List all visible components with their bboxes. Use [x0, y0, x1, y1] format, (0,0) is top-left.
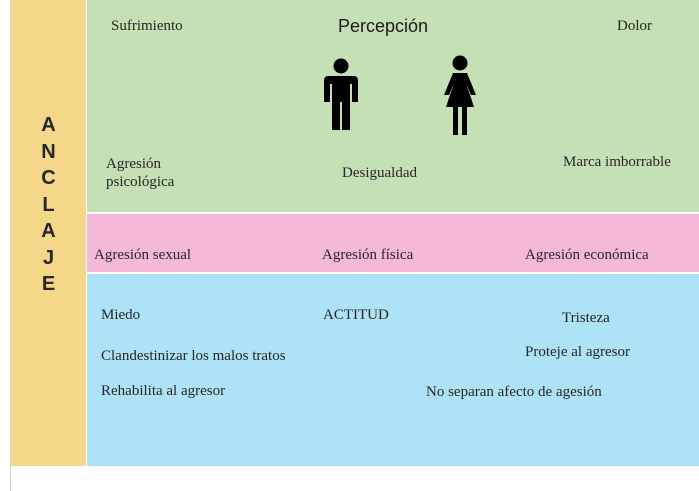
anchor-letters: A N C L A J E	[11, 112, 86, 298]
pink-band	[87, 214, 699, 272]
label-agresion-sexual: Agresión sexual	[94, 247, 192, 263]
anchor-letter: N	[41, 140, 56, 163]
label-sufrimiento: Sufrimiento	[111, 18, 183, 34]
label-no-separan: No separan afecto de agesión	[426, 384, 602, 400]
anchor-letter: C	[41, 167, 56, 189]
left-edge	[0, 0, 11, 491]
label-proteje: Proteje al agresor	[525, 344, 630, 360]
green-band	[87, 0, 699, 212]
label-agresion-psicologica: Agresión psicológica	[106, 156, 175, 190]
anchor-column: A N C L A J E	[11, 0, 86, 466]
male-figure-icon	[324, 58, 358, 130]
anchor-letter: A	[41, 114, 56, 136]
label-desigualdad: Desigualdad	[342, 165, 417, 181]
anchor-letter: J	[42, 246, 55, 269]
label-tristeza: Tristeza	[562, 310, 610, 326]
blue-band	[87, 274, 699, 466]
label-miedo: Miedo	[101, 307, 141, 323]
label-marca-imborrable: Marca imborrable	[563, 154, 671, 170]
label-dolor: Dolor	[617, 18, 652, 34]
anchor-letter: A	[41, 220, 56, 242]
label-agresion-economica: Agresión económica	[525, 247, 649, 263]
label-actitud: ACTITUD	[323, 307, 389, 323]
female-figure-icon	[444, 55, 476, 135]
label-agresion-fisica: Agresión física	[322, 247, 414, 263]
label-rehabilita: Rehabilita al agresor	[101, 383, 226, 399]
label-percepcion: Percepción	[338, 16, 429, 36]
anchor-letter: L	[42, 193, 55, 216]
anchor-letter: E	[41, 273, 56, 295]
label-clandestinizar: Clandestinizar los malos tratos	[101, 348, 286, 364]
